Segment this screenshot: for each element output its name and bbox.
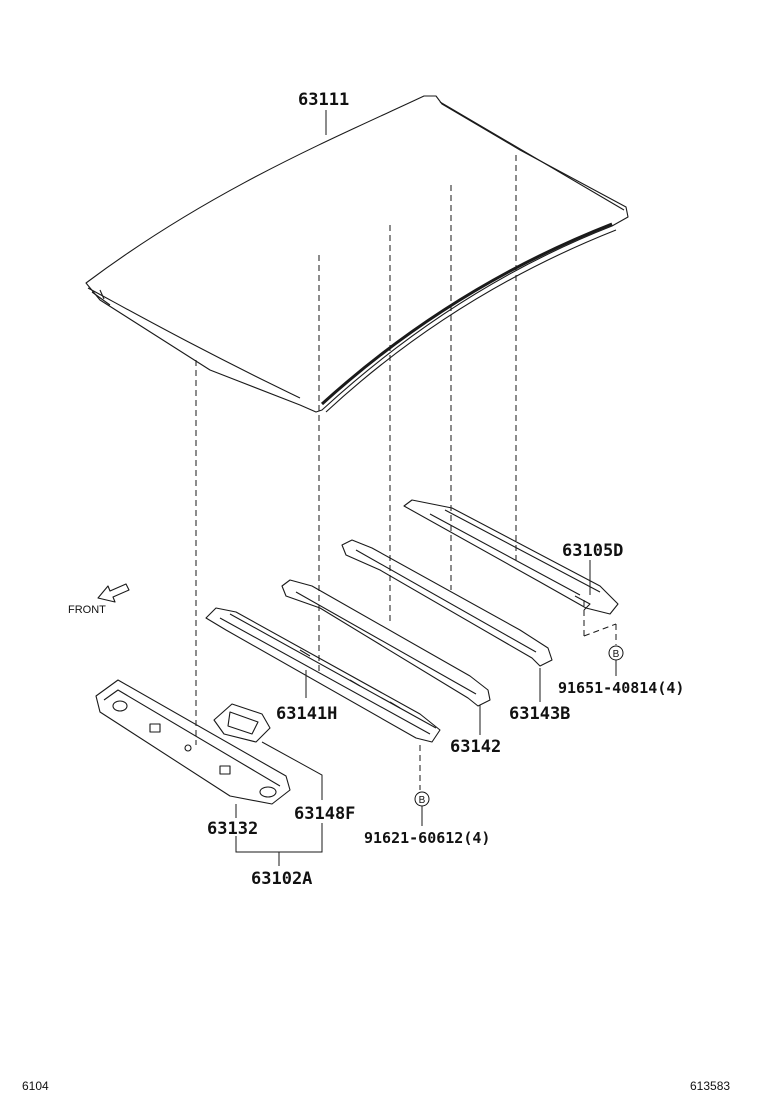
front-arrow-icon: [97, 583, 130, 603]
label-63111: 63111: [298, 90, 349, 110]
leader-lines: [235, 110, 617, 866]
bow-63143b[interactable]: [341, 539, 553, 667]
b-marker-front-text: B: [419, 795, 426, 806]
b-marker-rear: B: [608, 645, 624, 661]
label-bolt-rear: 91651-40814(4): [558, 679, 684, 697]
label-63105d: 63105D: [562, 541, 623, 561]
bow-63141h[interactable]: [205, 607, 441, 743]
rear-header-panel[interactable]: [403, 499, 619, 615]
label-63132: 63132: [207, 819, 258, 839]
front-header-panel[interactable]: [95, 679, 291, 805]
label-bolt-front: 91621-60612(4): [364, 829, 490, 847]
bow-63142[interactable]: [281, 579, 491, 707]
roof-panel[interactable]: [85, 95, 629, 413]
label-63102a: 63102A: [251, 869, 312, 889]
front-header-bracket[interactable]: [213, 703, 271, 743]
label-63141h: 63141H: [276, 704, 337, 724]
label-63143b: 63143B: [509, 704, 570, 724]
label-63148f: 63148F: [294, 804, 355, 824]
b-marker-rear-text: B: [613, 649, 620, 660]
front-indicator: FRONT: [68, 583, 130, 616]
footer-right-code: 613583: [690, 1079, 730, 1093]
b-marker-front: B: [414, 791, 430, 807]
label-63142: 63142: [450, 737, 501, 757]
front-label: FRONT: [68, 604, 106, 616]
footer-left-code: 6104: [22, 1079, 49, 1093]
